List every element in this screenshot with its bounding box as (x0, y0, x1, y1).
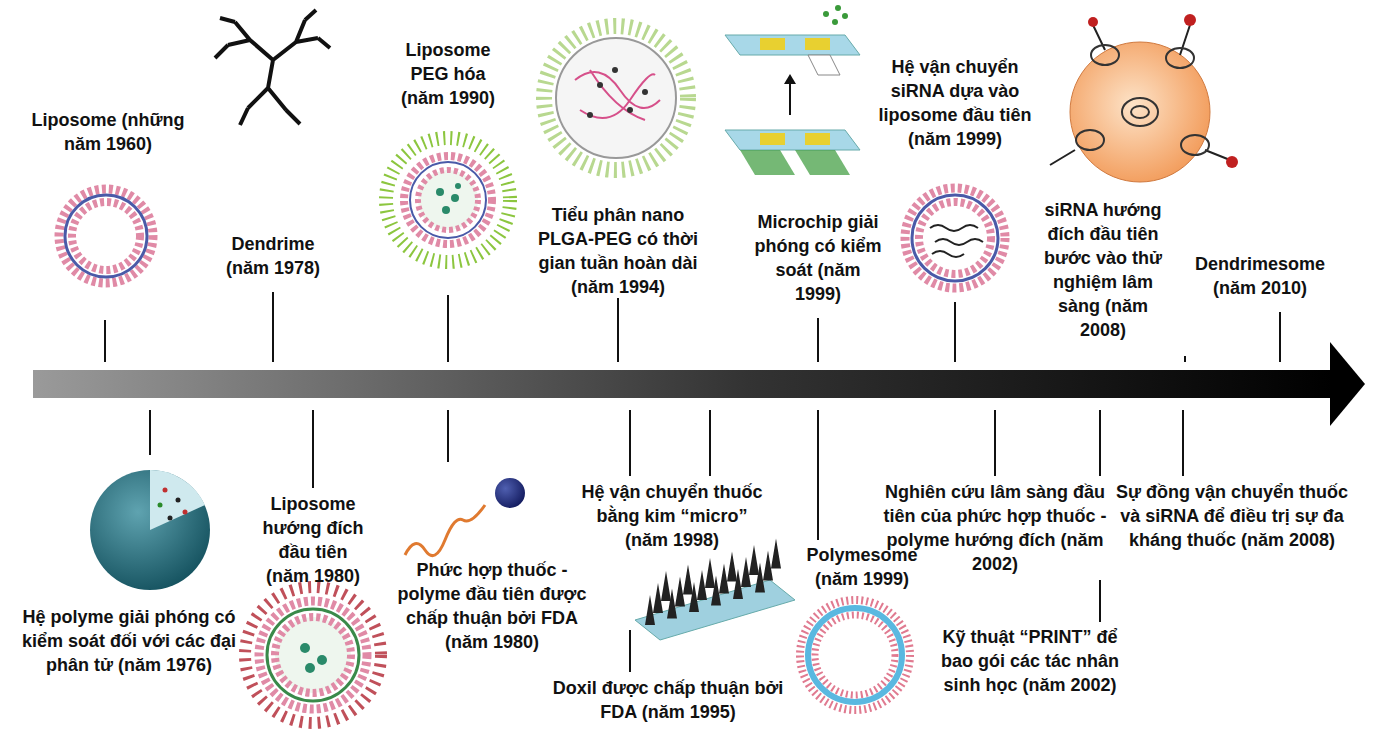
timeline-label: Liposome (những năm 1960) (18, 108, 198, 156)
peg-liposome-icon (386, 138, 510, 262)
timeline-label: Dendrime (năm 1978) (218, 232, 328, 280)
drug-polymer-icon (405, 478, 525, 556)
timeline-label: Nghiên cứu lâm sàng đầu tiên của phức hợ… (883, 480, 1108, 576)
microchip-icon (725, 5, 860, 175)
plga-peg-nanoparticle-icon (544, 26, 688, 170)
timeline-label: Microchip giải phóng có kiểm soát (năm 1… (753, 210, 883, 306)
polymer-sphere-icon (90, 470, 210, 590)
timeline-label: siRNA hướng đích đầu tiên bước vào thử n… (1038, 198, 1168, 342)
sirna-nanoparticle-icon (1050, 14, 1238, 182)
timeline-label: Liposome hướng đích đầu tiên (năm 1980) (258, 492, 368, 588)
microneedle-icon (635, 539, 795, 641)
timeline-label: Hệ polyme giải phóng có kiểm soát đối vớ… (4, 605, 254, 677)
polymersome-icon (800, 600, 910, 710)
timeline-label: Sự đồng vận chuyển thuốc và siRNA để điề… (1112, 480, 1352, 552)
timeline-arrow (33, 342, 1365, 426)
timeline-label: Phức hợp thuốc - polyme đầu tiên được ch… (392, 558, 592, 654)
dendrimer-icon (215, 10, 330, 125)
timeline-label: Doxil được chấp thuận bởi FDA (năm 1995) (543, 676, 793, 724)
timeline-label: Polymesome (năm 1999) (797, 543, 927, 591)
liposome-icon (59, 189, 153, 283)
sirna-liposome-icon (905, 188, 1005, 288)
timeline-label: Kỹ thuật “PRINT” để bao gói các tác nhân… (930, 625, 1130, 697)
timeline-label: Tiểu phân nano PLGA-PEG có thời gian tuầ… (528, 203, 708, 299)
timeline-label: Liposome PEG hóa (năm 1990) (393, 38, 503, 110)
timeline-label: Hệ vận chuyển thuốc bằng kim “micro” (nă… (577, 480, 767, 552)
timeline-label: Dendrimesome (năm 2010) (1185, 252, 1335, 300)
targeted-liposome-icon (245, 587, 381, 723)
timeline-label: Hệ vận chuyển siRNA dựa vào liposome đầu… (868, 55, 1043, 151)
